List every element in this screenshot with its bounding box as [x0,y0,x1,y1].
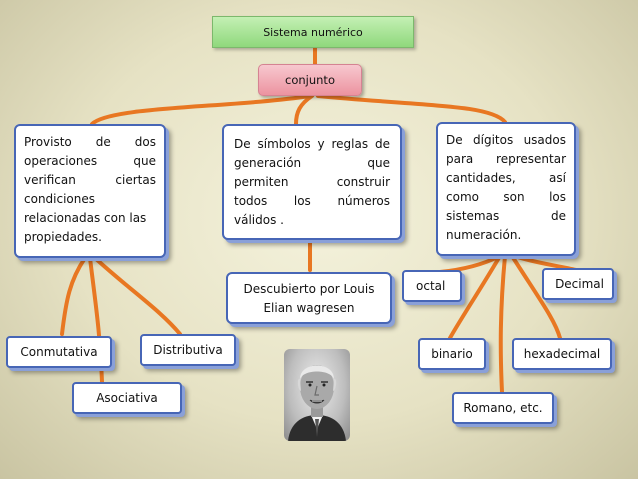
connector-right-binario [448,254,502,340]
conmutativa-label: Conmutativa [20,345,98,359]
portrait-photo [284,349,350,441]
conjunto-node: conjunto [258,64,362,96]
right-concept-box: De dígitos usados para representar canti… [436,122,576,256]
decimal-label: Decimal [555,277,604,291]
right-box-line: cantidades, así [446,171,566,185]
connector-left-conmutativa [60,256,87,336]
left-box-line: Provisto de dos [24,135,156,149]
romano-label: Romano, etc. [463,401,543,415]
octal-label: octal [416,279,446,293]
connector-right-romano [498,254,507,394]
conmutativa-node: Conmutativa [6,336,112,368]
left-box-line: verifican ciertas [24,173,156,187]
center-box-line: permiten construir [234,175,390,189]
discoverer-box: Descubierto por Louis Elian wagresen [226,272,392,324]
hexadecimal-node: hexadecimal [512,338,612,370]
conjunto-label: conjunto [285,73,335,87]
binario-label: binario [431,347,473,361]
right-box-line: como son los [446,190,566,204]
binario-node: binario [418,338,486,370]
decimal-node: Decimal [542,268,614,300]
left-box-line: relacionadas con las [24,211,147,225]
connector-conjunto-center [294,94,314,126]
center-box-line: todos los números [234,194,390,208]
asociativa-label: Asociativa [96,391,158,405]
right-box-line: sistemas de [446,209,566,223]
right-box-line: para representar [446,152,566,166]
left-box-line: condiciones [24,192,96,206]
octal-node: octal [402,270,462,302]
center-box-line: De símbolos y reglas de [234,137,390,151]
portrait-illustration [288,365,346,441]
right-box-line: numeración. [446,228,522,242]
distributiva-node: Distributiva [140,334,236,366]
left-box-line: operaciones que [24,154,156,168]
center-concept-box: De símbolos y reglas de generación que p… [222,124,402,240]
asociativa-node: Asociativa [72,382,182,414]
root-node: Sistema numérico [212,16,414,48]
romano-node: Romano, etc. [452,392,554,424]
connector-right-hexadecimal [510,254,562,340]
connector-conjunto-left [90,94,312,126]
right-box-line: De dígitos usados [446,133,566,147]
left-concept-box: Provisto de dos operaciones que verifica… [14,124,166,258]
left-box-line: propiedades. [24,230,102,244]
center-box-line: generación que [234,156,390,170]
connector-conjunto-right [316,94,507,124]
root-label: Sistema numérico [263,26,363,39]
center-box-line: válidos . [234,213,284,227]
connector-left-distributiva [93,256,182,336]
hexadecimal-label: hexadecimal [523,347,601,361]
distributiva-label: Distributiva [153,343,223,357]
discoverer-label: Descubierto por Louis Elian wagresen [243,282,375,315]
